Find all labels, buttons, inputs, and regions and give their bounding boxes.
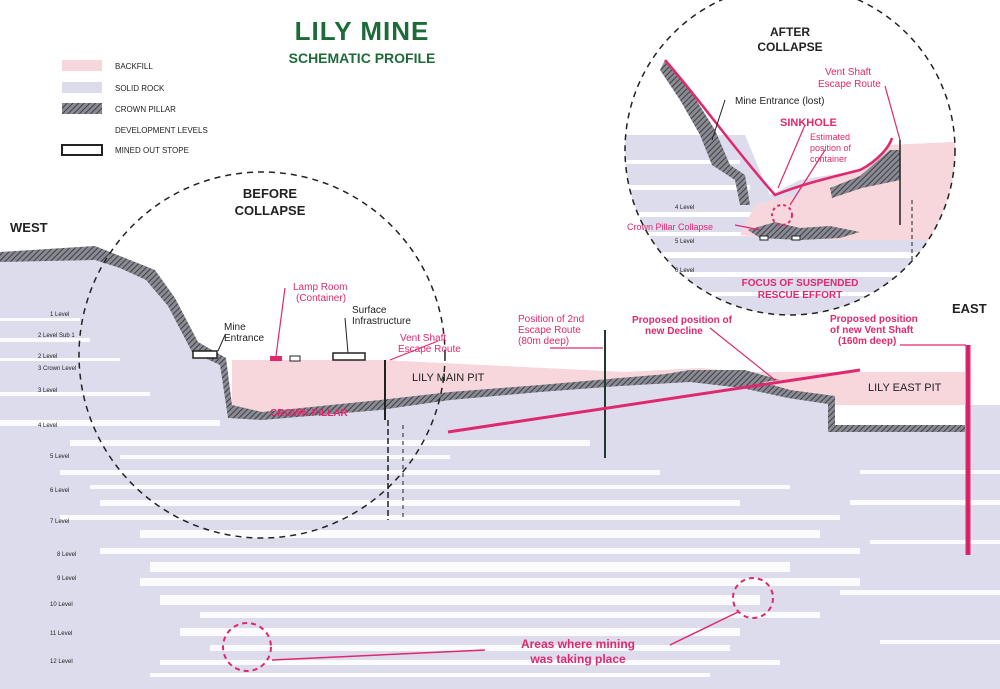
level-label: 5 Level bbox=[50, 454, 69, 460]
legend: BACKFILL SOLID ROCK CROWN PILLAR DEVELOP… bbox=[61, 60, 208, 156]
subtitle: SCHEMATIC PROFILE bbox=[289, 50, 436, 66]
crown-pillar bbox=[0, 246, 965, 432]
mine-entrance-box bbox=[192, 350, 218, 359]
mine-entrance-label-2: Entrance bbox=[224, 333, 264, 344]
level-label: 3 Crown Level bbox=[38, 366, 76, 372]
backfill-area bbox=[232, 360, 965, 412]
vent-shaft-label-2: Escape Route bbox=[398, 344, 461, 355]
level-label: 12 Level bbox=[50, 659, 73, 665]
label-west: WEST bbox=[10, 220, 48, 235]
container-label-3: container bbox=[810, 154, 847, 164]
before-heading-1: BEFORE bbox=[243, 186, 298, 201]
new-decline-line bbox=[447, 368, 861, 434]
level-label: 9 Level bbox=[57, 576, 76, 582]
level-label: 10 Level bbox=[50, 602, 73, 608]
sinkhole-label: SINKHOLE bbox=[780, 117, 837, 129]
lily-main-pit-label: LILY MAIN PIT bbox=[412, 372, 485, 384]
after-mine-entrance-label: Mine Entrance (lost) bbox=[735, 96, 824, 107]
level-label: 2 Level bbox=[38, 354, 57, 360]
lamp-room-label-1: Lamp Room bbox=[293, 282, 347, 293]
level-labels: 1 Level 2 Level Sub 1 2 Level 3 Crown Le… bbox=[38, 312, 76, 665]
title: LILY MINE bbox=[295, 16, 430, 46]
mine-entrance-label-1: Mine bbox=[224, 322, 246, 333]
vent-shaft-existing bbox=[384, 360, 404, 520]
after-level-4: 4 Level bbox=[675, 205, 694, 211]
legend-crown-pillar: CROWN PILLAR bbox=[115, 105, 176, 114]
legend-solid-rock: SOLID ROCK bbox=[115, 84, 165, 93]
after-level-6: 6 Level bbox=[675, 268, 694, 274]
new-vent-label-3: (160m deep) bbox=[838, 336, 896, 347]
new-vent-label-2: of new Vent Shaft bbox=[830, 325, 914, 336]
lily-east-pit-label: LILY EAST PIT bbox=[868, 382, 942, 394]
callout-lines bbox=[275, 85, 966, 381]
crown-collapse-label: Crown Pillar Collapse bbox=[627, 222, 713, 232]
crown-pillar-label: CROWN PILLAR bbox=[270, 408, 349, 419]
second-escape-label-3: (80m deep) bbox=[518, 336, 569, 347]
level-label: 2 Level Sub 1 bbox=[38, 333, 75, 339]
vent-shaft-label-1: Vent Shaft bbox=[400, 333, 446, 344]
surface-infrastructure-box bbox=[332, 352, 366, 361]
after-heading-2: COLLAPSE bbox=[757, 40, 822, 54]
surface-infra-label-2: Infrastructure bbox=[352, 316, 411, 327]
decline-label-1: Proposed position of bbox=[632, 315, 733, 326]
new-vent-label-1: Proposed position bbox=[830, 314, 918, 325]
after-vent-shaft-label-1: Vent Shaft bbox=[825, 67, 871, 78]
after-heading-1: AFTER bbox=[770, 25, 810, 39]
mining-area-circle-east bbox=[732, 577, 774, 619]
after-level-5: 5 Level bbox=[675, 239, 694, 245]
decline-label-2: new Decline bbox=[645, 326, 703, 337]
focus-label-2: RESCUE EFFORT bbox=[758, 290, 842, 301]
level-label: 4 Level bbox=[38, 423, 57, 429]
before-collapse-circle bbox=[78, 171, 446, 539]
mining-area-circle-west bbox=[222, 622, 272, 672]
lamp-room-container bbox=[270, 356, 282, 361]
second-escape-label-1: Position of 2nd bbox=[518, 314, 584, 325]
second-escape-label-2: Escape Route bbox=[518, 325, 581, 336]
level-label: 8 Level bbox=[57, 552, 76, 558]
lamp-room-label-2: (Container) bbox=[296, 293, 346, 304]
mining-areas-label-2: was taking place bbox=[529, 652, 626, 666]
surface-infra-label-1: Surface bbox=[352, 305, 387, 316]
level-label: 1 Level bbox=[50, 312, 69, 318]
legend-backfill: BACKFILL bbox=[115, 62, 153, 71]
focus-label-1: FOCUS OF SUSPENDED bbox=[742, 278, 859, 289]
level-label: 11 Level bbox=[50, 631, 72, 637]
level-label: 6 Level bbox=[50, 488, 69, 494]
after-vent-shaft-label-2: Escape Route bbox=[818, 79, 881, 90]
legend-mined-out-stope: MINED OUT STOPE bbox=[115, 146, 189, 155]
container-label-1: Estimated bbox=[810, 132, 850, 142]
label-east: EAST bbox=[952, 301, 987, 316]
mining-areas-label-1: Areas where mining bbox=[521, 637, 635, 651]
estimated-container-circle bbox=[771, 204, 793, 226]
level-label: 7 Level bbox=[50, 519, 69, 525]
before-heading-2: COLLAPSE bbox=[235, 203, 306, 218]
legend-development-levels: DEVELOPMENT LEVELS bbox=[115, 126, 208, 135]
container-label-2: position of bbox=[810, 143, 852, 153]
level-label: 3 Level bbox=[38, 388, 57, 394]
